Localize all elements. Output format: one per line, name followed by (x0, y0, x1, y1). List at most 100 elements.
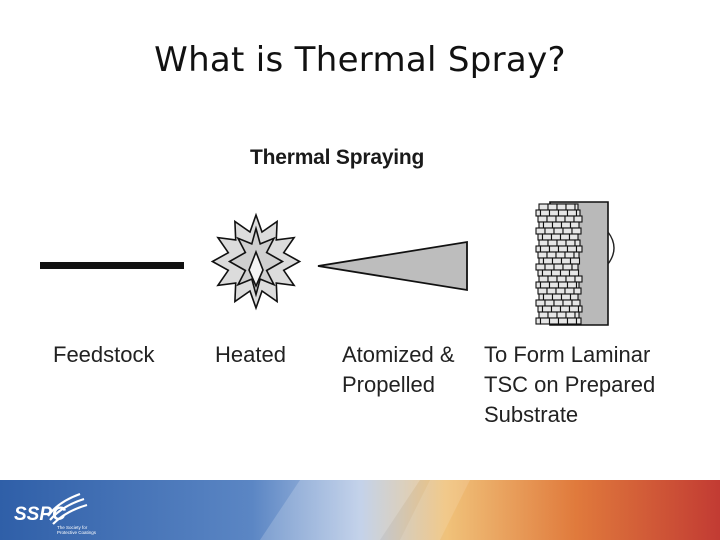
brick (550, 233, 562, 241)
brick (574, 239, 581, 247)
brick (555, 287, 566, 295)
stage-label-line: Substrate (484, 402, 579, 427)
brick (544, 299, 555, 307)
stage-label-line: Feedstock (53, 342, 155, 367)
brick (551, 293, 563, 301)
brick (553, 227, 564, 235)
logo-wordmark: SSPC (14, 504, 66, 525)
brick (535, 299, 546, 307)
brick (564, 287, 575, 295)
stage-label-laminar: To Form Laminar TSC on Prepared Substrat… (484, 340, 655, 430)
brick (575, 245, 583, 253)
brick (537, 215, 548, 223)
brick (538, 311, 549, 319)
brick (560, 221, 572, 229)
brick (535, 281, 542, 289)
brick (574, 203, 579, 211)
brick (541, 269, 553, 277)
brick (566, 245, 578, 253)
stage-label-line: TSC on Prepared (484, 372, 656, 397)
brick (557, 209, 569, 217)
stage-label-line: Atomized & (342, 342, 455, 367)
brick (537, 305, 544, 313)
substrate-bump (607, 231, 615, 265)
brick (537, 287, 548, 295)
brick (573, 215, 583, 223)
stage-label-atomized: Atomized & Propelled (342, 340, 455, 400)
brick (538, 257, 545, 265)
stage-label-line: Propelled (342, 372, 435, 397)
brick (547, 203, 558, 211)
stage-label-line: Heated (215, 342, 286, 367)
brick (538, 203, 549, 211)
brick (573, 287, 582, 295)
brick (546, 251, 557, 259)
brick (560, 293, 572, 301)
diagram-art (40, 201, 615, 326)
brick (571, 299, 581, 307)
footer-gradient (0, 480, 720, 540)
brick (566, 281, 578, 289)
footer-banner: SSPC The Society for Protective Coatings (0, 480, 720, 540)
heat-burst-icon (210, 212, 302, 311)
brick (562, 227, 573, 235)
brick (548, 245, 560, 253)
feedstock-rod-icon (40, 262, 184, 269)
stage-label-heated: Heated (215, 340, 286, 370)
brick (551, 257, 563, 265)
brick (566, 209, 578, 217)
slide-title: What is Thermal Spray? (154, 40, 566, 80)
brick (565, 311, 576, 319)
brick (542, 221, 554, 229)
brick (547, 275, 558, 283)
brick (562, 263, 573, 271)
brick (537, 269, 544, 277)
brick (542, 293, 554, 301)
brick (553, 263, 564, 271)
brick (559, 269, 571, 277)
spray-cone-icon (317, 240, 468, 292)
brick (548, 209, 560, 217)
brick (568, 305, 580, 313)
brick (560, 257, 572, 265)
brick (565, 239, 576, 247)
brick (569, 257, 581, 265)
brick (568, 269, 580, 277)
brick (548, 317, 560, 325)
sspc-swoosh-icon (47, 492, 88, 525)
brick (538, 239, 549, 247)
brick (577, 305, 583, 313)
brick (535, 227, 546, 235)
brick (546, 287, 557, 295)
brick (564, 251, 575, 259)
brick (548, 281, 560, 289)
brick (537, 233, 544, 241)
brick (556, 311, 567, 319)
brick (555, 215, 566, 223)
brick (542, 257, 554, 265)
brick (544, 263, 555, 271)
brick (565, 275, 576, 283)
brick (559, 305, 571, 313)
brick (569, 221, 580, 229)
brick (544, 227, 555, 235)
brick (575, 281, 580, 289)
brick (539, 317, 551, 325)
brick (539, 245, 551, 253)
brick (562, 299, 573, 307)
brick (535, 209, 542, 217)
brick (546, 215, 557, 223)
brick (556, 275, 567, 283)
brick (555, 251, 566, 259)
brick (573, 251, 580, 259)
thermal-spray-diagram: Thermal Spraying Feedstock Heated Atomiz… (0, 140, 720, 440)
brick (571, 263, 579, 271)
brick (566, 317, 578, 325)
brick (538, 275, 549, 283)
brick (535, 263, 546, 271)
brick (556, 203, 567, 211)
logo-tagline-2: Protective Coatings (57, 530, 97, 535)
diagram-title: Thermal Spraying (250, 146, 425, 169)
brick (539, 281, 551, 289)
brick (557, 281, 569, 289)
